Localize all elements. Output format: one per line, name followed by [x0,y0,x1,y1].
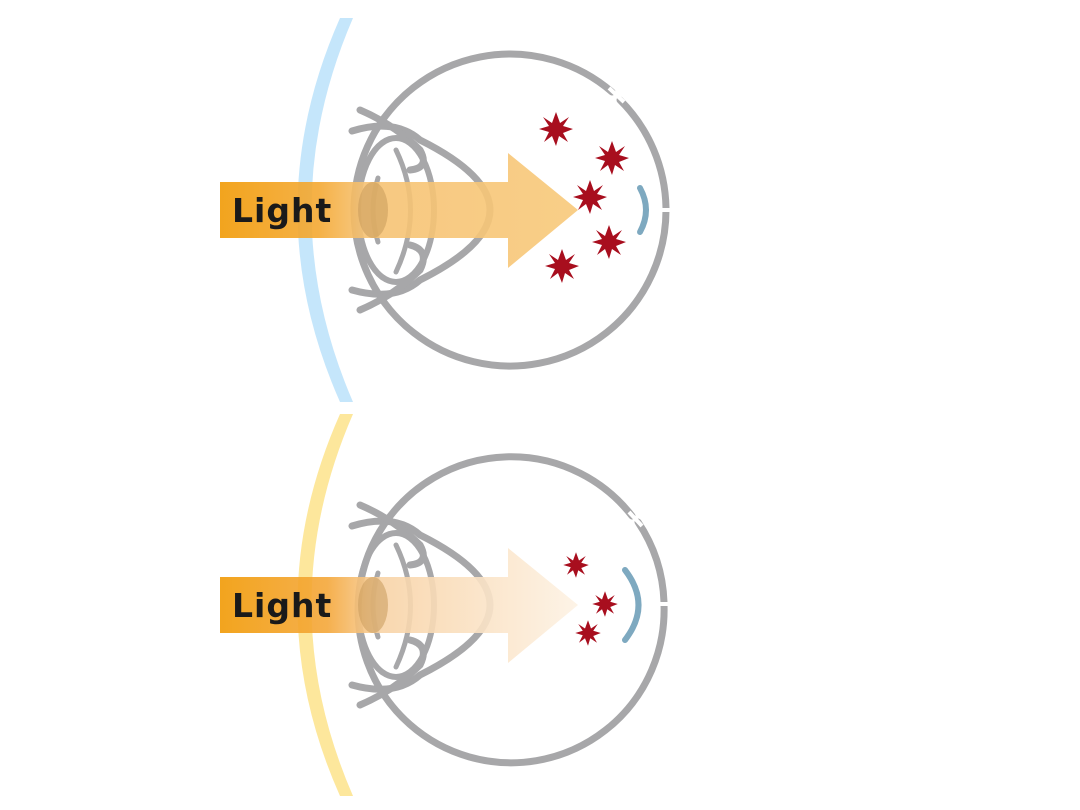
damage-marks [563,552,618,646]
panel-top: Light [220,18,672,402]
light-arrow [220,153,578,268]
damage-star [592,591,618,617]
light-arrow [220,548,578,663]
damage-star [563,552,589,578]
panel-bottom: Light [220,414,670,796]
eyeball [354,453,668,767]
light-label: Light [232,191,332,230]
retina-mark [637,185,649,235]
damage-star [595,141,629,175]
blue-lens [297,18,353,402]
damage-star [539,112,573,146]
eyeball [350,50,670,370]
yellow-lens [297,414,353,796]
retina-mark [622,567,642,643]
damage-star [573,180,607,214]
damage-star [592,225,626,259]
damage-star [545,249,579,283]
damage-star [575,620,601,646]
light-label: Light [232,586,332,625]
